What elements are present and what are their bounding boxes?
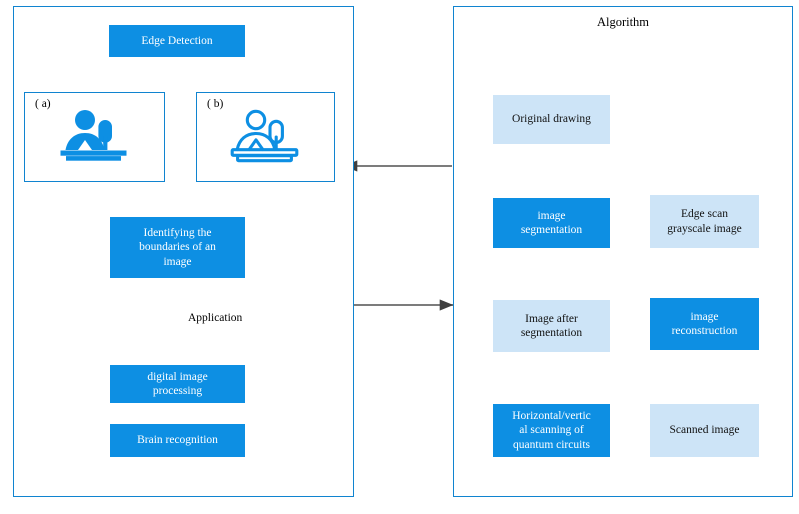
image-frame-a[interactable]: ( a) [24, 92, 165, 182]
horizontal-vertical-scanning-box[interactable]: Horizontal/vertic al scanning of quantum… [493, 404, 610, 457]
image-frame-b[interactable]: ( b) [196, 92, 335, 182]
image-reconstruction-box[interactable]: image reconstruction [650, 298, 759, 350]
digital-image-processing-box[interactable]: digital image processing [110, 365, 245, 403]
image-after-segmentation-box[interactable]: Image after segmentation [493, 300, 610, 352]
identifying-boundaries-box[interactable]: Identifying the boundaries of an image [110, 217, 245, 278]
frame-a-label: ( a) [35, 98, 51, 110]
original-drawing-box[interactable]: Original drawing [493, 95, 610, 144]
edge-scan-grayscale-box[interactable]: Edge scan grayscale image [650, 195, 759, 248]
edge-detection-box[interactable]: Edge Detection [109, 25, 245, 57]
application-edge-label: Application [188, 312, 243, 324]
frame-b-label: ( b) [207, 98, 224, 110]
brain-recognition-box[interactable]: Brain recognition [110, 424, 245, 457]
person-at-podium-filled-icon [58, 106, 132, 171]
person-at-podium-outline-icon [229, 106, 303, 171]
algorithm-panel-title: Algorithm [596, 15, 650, 29]
image-segmentation-box[interactable]: image segmentation [493, 198, 610, 248]
scanned-image-box[interactable]: Scanned image [650, 404, 759, 457]
